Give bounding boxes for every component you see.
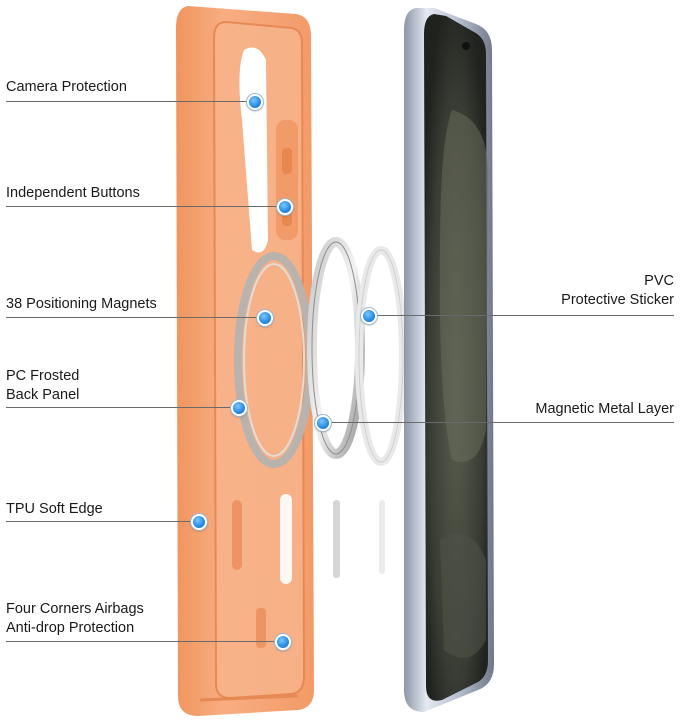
leader-line — [6, 521, 198, 522]
marker-dot — [315, 415, 331, 431]
callout-four-corners-line1: Four Corners Airbags — [6, 601, 144, 617]
phone-case — [176, 6, 314, 716]
callout-camera-protection: Camera Protection — [6, 79, 127, 95]
leader-line — [6, 407, 238, 408]
marker-dot — [361, 308, 377, 324]
magnetic-metal-ring — [307, 237, 365, 578]
callout-positioning-magnets: 38 Positioning Magnets — [6, 296, 157, 312]
smartphone — [404, 8, 494, 712]
callout-independent-buttons: Independent Buttons — [6, 185, 140, 201]
leader-line — [6, 206, 284, 207]
pvc-sticker-ring — [355, 246, 407, 574]
callout-magnetic-metal-layer: Magnetic Metal Layer — [535, 401, 674, 417]
callout-pvc-line2: Protective Sticker — [561, 292, 674, 308]
marker-dot — [191, 514, 207, 530]
callout-four-corners-line2: Anti-drop Protection — [6, 620, 135, 636]
leader-line — [6, 641, 282, 642]
callout-pvc-line1: PVC — [644, 273, 674, 289]
callout-pc-frosted-line2: Back Panel — [6, 387, 80, 403]
callout-tpu-soft-edge: TPU Soft Edge — [6, 501, 103, 517]
marker-dot — [275, 634, 291, 650]
leader-line — [368, 315, 674, 316]
marker-dot — [257, 310, 273, 326]
marker-dot — [277, 199, 293, 215]
leader-line — [6, 101, 254, 102]
marker-dot — [231, 400, 247, 416]
marker-dot — [247, 94, 263, 110]
leader-line — [6, 317, 264, 318]
leader-line — [322, 422, 674, 423]
callout-pc-frosted-line1: PC Frosted — [6, 368, 80, 384]
